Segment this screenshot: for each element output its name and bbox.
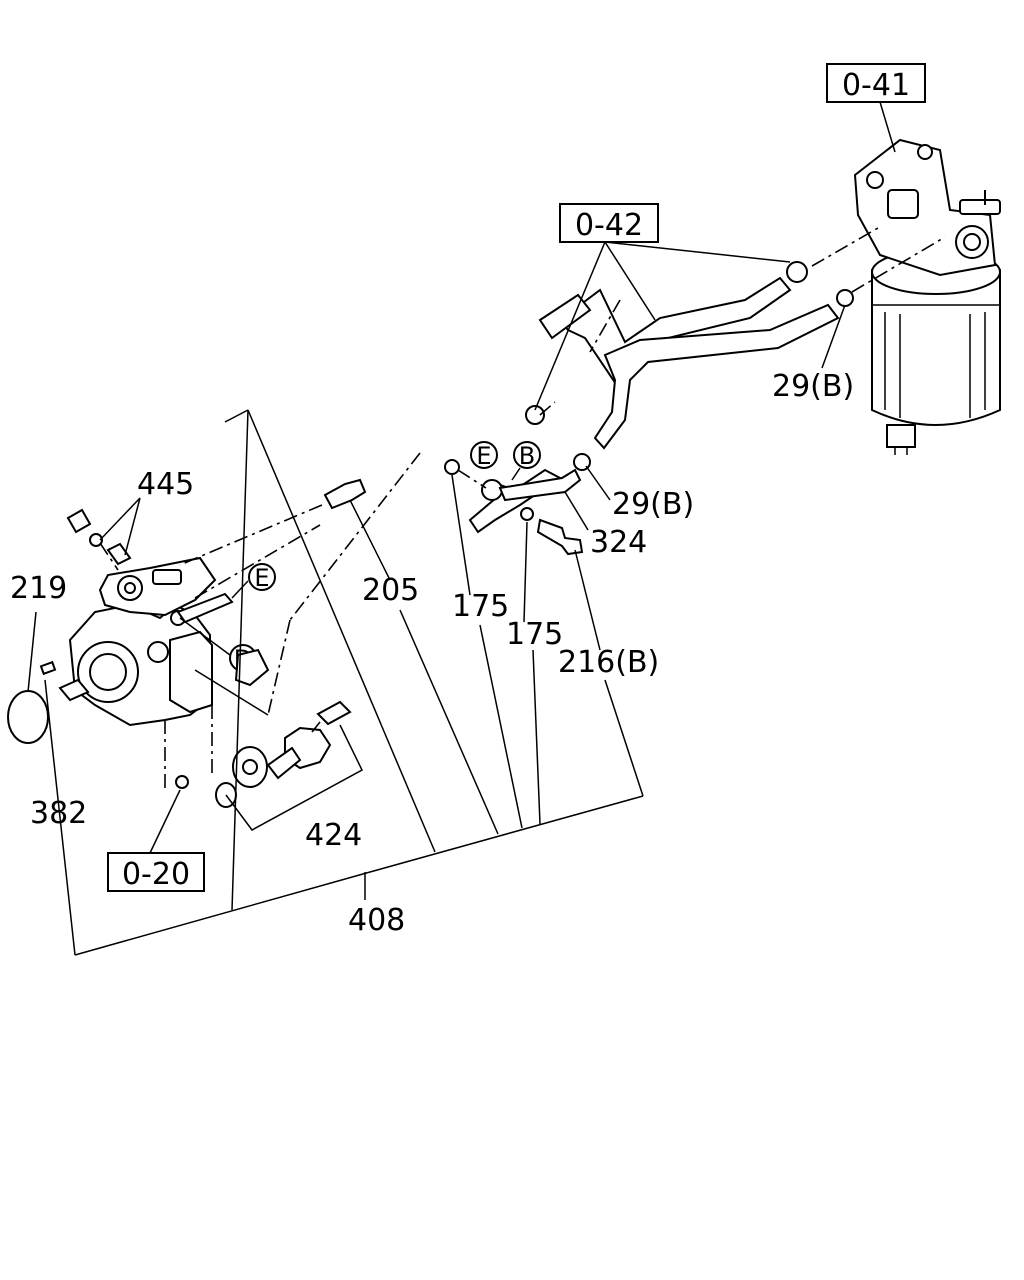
part-205-label: 205 [362, 573, 419, 608]
part-175-label-1: 175 [452, 589, 509, 624]
o-ring-219: 219 [7, 571, 67, 744]
connector-e-1-label: E [476, 442, 491, 470]
connector-e-2-label: E [254, 564, 269, 592]
ref-box-0-20: 0-20 [107, 775, 205, 892]
connector-e-lower: E [231, 563, 276, 599]
label-29b-upper: 29(B) [772, 304, 854, 404]
part-424-label: 424 [305, 818, 362, 853]
return-pipe-assembly [444, 459, 584, 556]
fuel-filter-assembly [853, 138, 1001, 455]
part-29b-label-1: 29(B) [772, 369, 854, 404]
ref-box-0-41: 0-41 [826, 63, 926, 153]
scv-424: 424 [215, 648, 362, 853]
fuel-hose-assembly [525, 227, 946, 471]
connector-b: B [511, 441, 541, 481]
part-205-fitting [179, 478, 367, 566]
part-29b-label-2: 29(B) [612, 487, 694, 522]
ref-0-20: 0-20 [122, 857, 190, 892]
ref-0-41: 0-41 [842, 68, 910, 103]
part-216b-label: 216(B) [558, 645, 659, 680]
connector-e-upper: E [470, 441, 498, 470]
injection-pump [58, 556, 217, 790]
part-408-label: 408 [348, 903, 405, 938]
part-219-label: 219 [10, 571, 67, 606]
connector-b-label: B [519, 442, 535, 470]
part-445-fittings [66, 508, 132, 571]
assembly-bracket-408 [44, 409, 644, 956]
part-445-label: 445 [137, 467, 194, 502]
ref-0-42: 0-42 [575, 208, 643, 243]
part-324-label: 324 [590, 525, 647, 560]
part-175-label-2: 175 [506, 617, 563, 652]
ref-box-0-42: 0-42 [534, 203, 791, 411]
pump-outlet-pipe [176, 592, 234, 624]
